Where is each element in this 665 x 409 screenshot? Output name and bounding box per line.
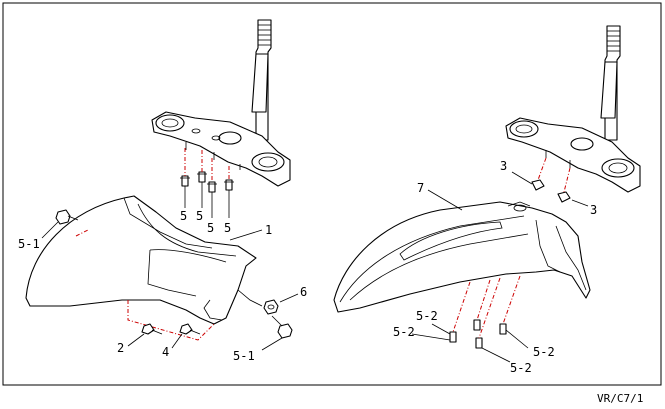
- left-fasteners: [55, 209, 293, 339]
- callout-5-1-right: 5-1: [233, 349, 255, 363]
- callout-5-1-left: 5-1: [18, 237, 40, 251]
- callout-4: 4: [162, 345, 169, 359]
- left-clamp-bolts: [180, 148, 234, 218]
- callout-5-2-c: 5-2: [533, 345, 555, 359]
- right-front-fender: [333, 201, 591, 313]
- callout-5-c: 5: [207, 221, 214, 235]
- callout-5-2-a: 5-2: [416, 309, 438, 323]
- callout-5-a: 5: [180, 209, 187, 223]
- left-triple-clamp: [151, 111, 291, 187]
- left-assembly: [25, 19, 299, 351]
- callout-5-d: 5: [224, 221, 231, 235]
- callout-6: 6: [300, 285, 307, 299]
- right-steering-stem: [600, 25, 621, 141]
- callout-7: 7: [417, 181, 424, 195]
- right-assembly: [333, 25, 641, 363]
- left-steering-stem: [251, 19, 272, 141]
- callout-3-left: 3: [500, 159, 507, 173]
- left-front-fender: [25, 195, 263, 341]
- right-fender-bolts: [411, 275, 529, 363]
- callout-5-2-d: 5-2: [510, 361, 532, 375]
- callout-2: 2: [117, 341, 124, 355]
- right-triple-clamp: [505, 117, 641, 193]
- right-washers: [511, 157, 589, 207]
- diagram-frame: [2, 2, 662, 386]
- callout-3-right: 3: [590, 203, 597, 217]
- callout-5-2-b: 5-2: [393, 325, 415, 339]
- drawing-reference: VR/C7/1: [597, 392, 643, 405]
- callout-1: 1: [265, 223, 272, 237]
- callout-5-b: 5: [196, 209, 203, 223]
